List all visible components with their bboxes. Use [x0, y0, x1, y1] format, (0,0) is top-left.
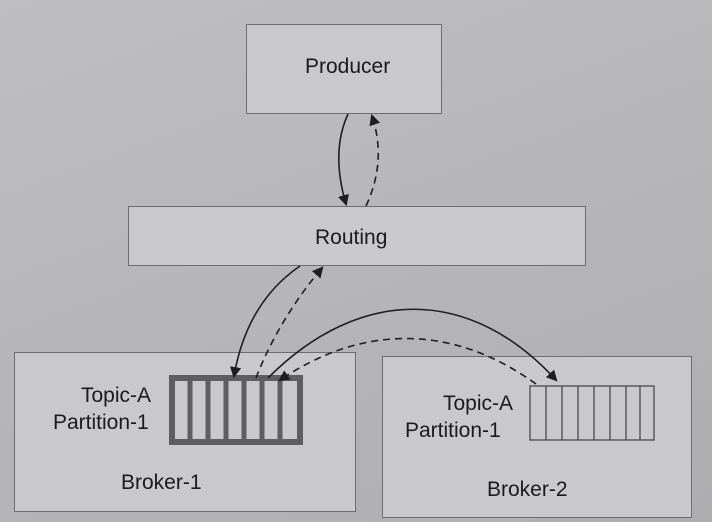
broker-2-name-label: Broker-2 [487, 478, 568, 501]
producer-label: Producer [305, 55, 391, 78]
replica-to-leader-ack-arrow [278, 337, 537, 385]
leader-to-replica-arrow [267, 308, 558, 382]
routing-label: Routing [315, 226, 388, 249]
producer-to-routing-arrow [337, 113, 349, 207]
routing-to-leader-arrow [230, 265, 301, 379]
broker-2-topic-label: Topic-A [443, 392, 514, 415]
broker-1-partition-label: Partition-1 [53, 411, 149, 434]
broker-2-box: Topic-A Partition-1 Broker-2 [382, 356, 692, 518]
routing-box: Routing [128, 206, 586, 266]
replica-partition-queue [529, 385, 655, 441]
broker-2-partition-label: Partition-1 [405, 419, 501, 442]
broker-1-topic-label: Topic-A [81, 384, 152, 407]
routing-to-producer-ack-arrow [365, 113, 381, 207]
producer-box: Producer [246, 24, 442, 114]
leader-to-routing-ack-arrow [255, 266, 324, 379]
broker-1-name-label: Broker-1 [121, 471, 202, 494]
leader-partition-queue [169, 375, 303, 445]
